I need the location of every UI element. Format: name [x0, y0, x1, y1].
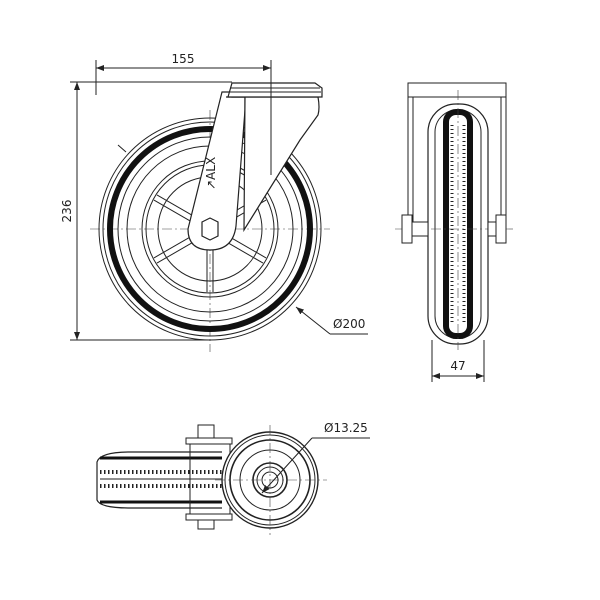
- dimension-bolt-hole: Ø13.25: [261, 421, 370, 494]
- axle-nut: [201, 217, 219, 241]
- dimension-width: 155: [95, 52, 272, 175]
- dim-155: 155: [172, 52, 195, 66]
- dim-13-25: Ø13.25: [324, 421, 368, 435]
- dim-47: 47: [450, 359, 465, 373]
- top-plate: [227, 82, 323, 98]
- svg-text:↗ALX: ↗ALX: [204, 157, 218, 190]
- front-view: ↗ALX: [90, 82, 330, 352]
- dimension-wheel-width: 47: [431, 340, 485, 382]
- dimension-diameter: Ø200: [117, 144, 368, 335]
- fork-bracket: [187, 91, 246, 251]
- dimension-height: 236: [60, 81, 232, 341]
- dim-236: 236: [60, 200, 74, 223]
- dim-200: Ø200: [333, 317, 365, 331]
- fork-plate: [226, 96, 320, 233]
- side-view: [395, 82, 515, 350]
- top-view: [96, 424, 327, 535]
